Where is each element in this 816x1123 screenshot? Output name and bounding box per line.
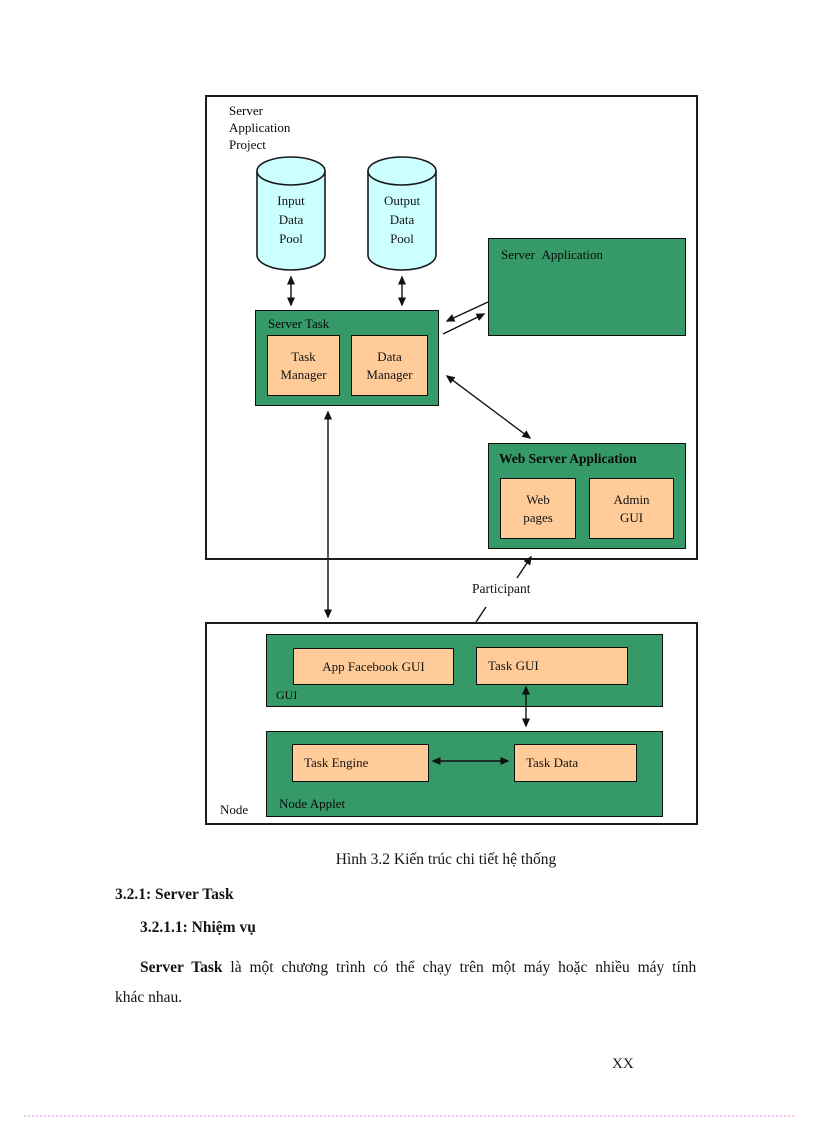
cylinder-shape (256, 156, 326, 271)
page-break-dotted-line (24, 1115, 794, 1117)
data-manager-box: Data Manager (351, 335, 428, 396)
output-data-pool-label: Output Data Pool (383, 193, 421, 246)
app-facebook-gui-box: App Facebook GUI (293, 648, 454, 685)
web-pages-box: Web pages (500, 478, 576, 539)
participant-leader-to-web-server-application (516, 555, 532, 579)
body-paragraph: Server Task là một chương trình có thể c… (115, 953, 739, 1013)
figure-caption: Hình 3.2 Kiến trúc chi tiết hệ thống (335, 851, 557, 868)
task-data-box: Task Data (514, 744, 637, 782)
page-number: XX (612, 1056, 634, 1072)
participant-leader-to-node-box (475, 606, 487, 623)
input-data-pool-label: Input Data Pool (277, 193, 305, 246)
node-applet-box: Task Engine Task Data Node Applet (266, 731, 663, 817)
task-gui-box: Task GUI (476, 647, 628, 685)
input-data-pool-cylinder: Input Data Pool (255, 155, 327, 272)
server-task-label: Server Task (268, 316, 330, 331)
server-application-label: Server Application (501, 247, 603, 262)
section-heading-3211: 3.2.1.1: Nhiệm vụ (140, 919, 256, 936)
server-task-box: Server Task Task Manager Data Manager (255, 310, 439, 406)
paragraph-bold-lead: Server Task (140, 959, 223, 976)
cylinder-shape (367, 156, 437, 271)
section-heading-321: 3.2.1: Server Task (115, 886, 234, 903)
web-server-application-label: Web Server Application (499, 451, 637, 466)
paragraph-line1: là một chương trình có thể chạy trên một… (222, 959, 697, 976)
task-manager-box: Task Manager (267, 335, 340, 396)
node-box: Node App Facebook GUI Task GUI GUI Task … (205, 622, 698, 825)
server-application-box: Server Application (488, 238, 686, 336)
output-data-pool-cylinder: Output Data Pool (366, 155, 438, 272)
node-applet-label: Node Applet (279, 796, 346, 811)
paragraph-line2: khác nhau. (115, 989, 183, 1006)
server-application-project-label: Server Application Project (229, 103, 291, 152)
task-engine-box: Task Engine (292, 744, 429, 782)
node-label: Node (220, 802, 249, 817)
gui-group-box: App Facebook GUI Task GUI GUI (266, 634, 663, 707)
admin-gui-box: Admin GUI (589, 478, 674, 539)
gui-group-label: GUI (276, 688, 298, 702)
participant-label: Participant (472, 581, 531, 596)
web-server-application-box: Web Server Application Web pages Admin G… (488, 443, 686, 549)
